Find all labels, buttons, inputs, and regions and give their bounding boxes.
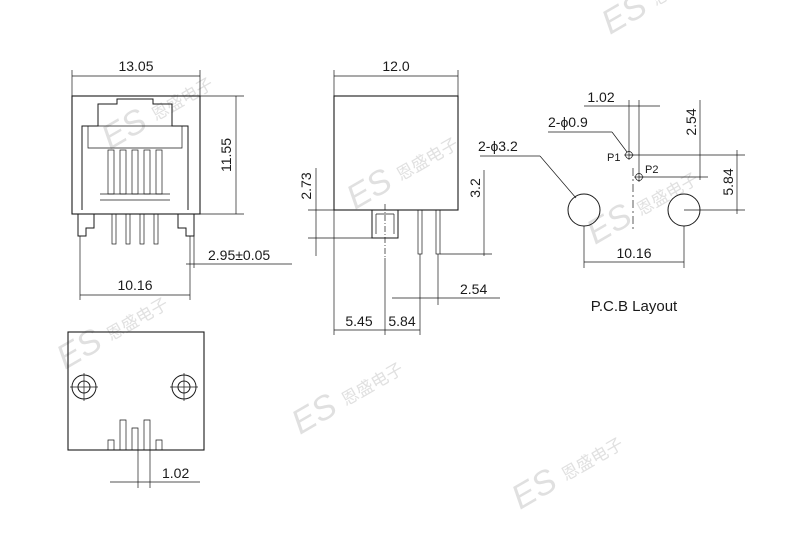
dim-pcb-peg: 5.84 <box>720 168 736 195</box>
bottom-pins <box>107 419 163 450</box>
dim-standoff: 2.73 <box>298 172 314 199</box>
label-small-holes: 2-ϕ0.9 <box>548 114 588 130</box>
label-large-holes: 2-ϕ3.2 <box>478 138 518 154</box>
watermark-chars: 恩盛电子 <box>393 134 461 184</box>
bottom-view: 1.02 <box>67 331 205 488</box>
watermark-brand: ES <box>340 161 399 217</box>
dim-post-pitch: 2.54 <box>460 281 487 297</box>
label-p1: P1 <box>607 152 620 164</box>
watermark-brand: ES <box>95 101 154 157</box>
watermark-brand: ES <box>580 196 639 252</box>
watermark-chars: 恩盛电子 <box>648 0 716 10</box>
side-post-b <box>435 209 441 255</box>
pcb-layout-caption: P.C.B Layout <box>591 298 678 315</box>
watermark-brand: ES <box>595 0 654 42</box>
dim-pin-span: 10.16 <box>117 277 152 293</box>
dim-pcb-span: 10.16 <box>616 245 651 261</box>
dim-pin-offset: 2.95±0.05 <box>208 247 270 263</box>
watermark-chars: 恩盛电子 <box>338 359 406 409</box>
jack-opening <box>81 98 189 210</box>
watermark-chars: 恩盛电子 <box>148 74 216 124</box>
side-post-a <box>417 209 423 255</box>
side-view: 12.0 2.73 3.2 2.54 5.45 5.84 <box>298 58 500 335</box>
dim-pcb-pitch: 1.02 <box>587 89 614 105</box>
dim-bottom-pitch: 1.02 <box>162 465 189 481</box>
watermark-brand: ES <box>285 386 344 442</box>
dim-post-offset-a: 5.45 <box>345 313 372 329</box>
front-view: 13.05 11.55 2.95±0.05 10.16 <box>71 58 292 300</box>
dim-post-length: 3.2 <box>467 178 483 198</box>
dim-front-width: 13.05 <box>118 58 153 74</box>
front-contacts <box>100 149 170 201</box>
front-pins <box>77 213 195 245</box>
dim-pcb-row: 2.54 <box>683 108 699 135</box>
dim-side-width: 12.0 <box>382 58 409 74</box>
label-p2: P2 <box>645 164 658 176</box>
watermark-chars: 恩盛电子 <box>558 434 626 484</box>
watermark-chars: 恩盛电子 <box>103 294 171 344</box>
jack-latch-slot <box>87 126 183 149</box>
dim-post-offset-b: 5.84 <box>388 313 415 329</box>
watermark-brand: ES <box>50 321 109 377</box>
bottom-body-outline <box>67 331 205 451</box>
watermark-brand: ES <box>505 461 564 517</box>
pcb-layout: 1.02 2-ϕ0.9 2-ϕ3.2 P1 P2 2.54 5.84 10.16… <box>478 89 745 315</box>
dim-front-height: 11.55 <box>218 138 234 172</box>
